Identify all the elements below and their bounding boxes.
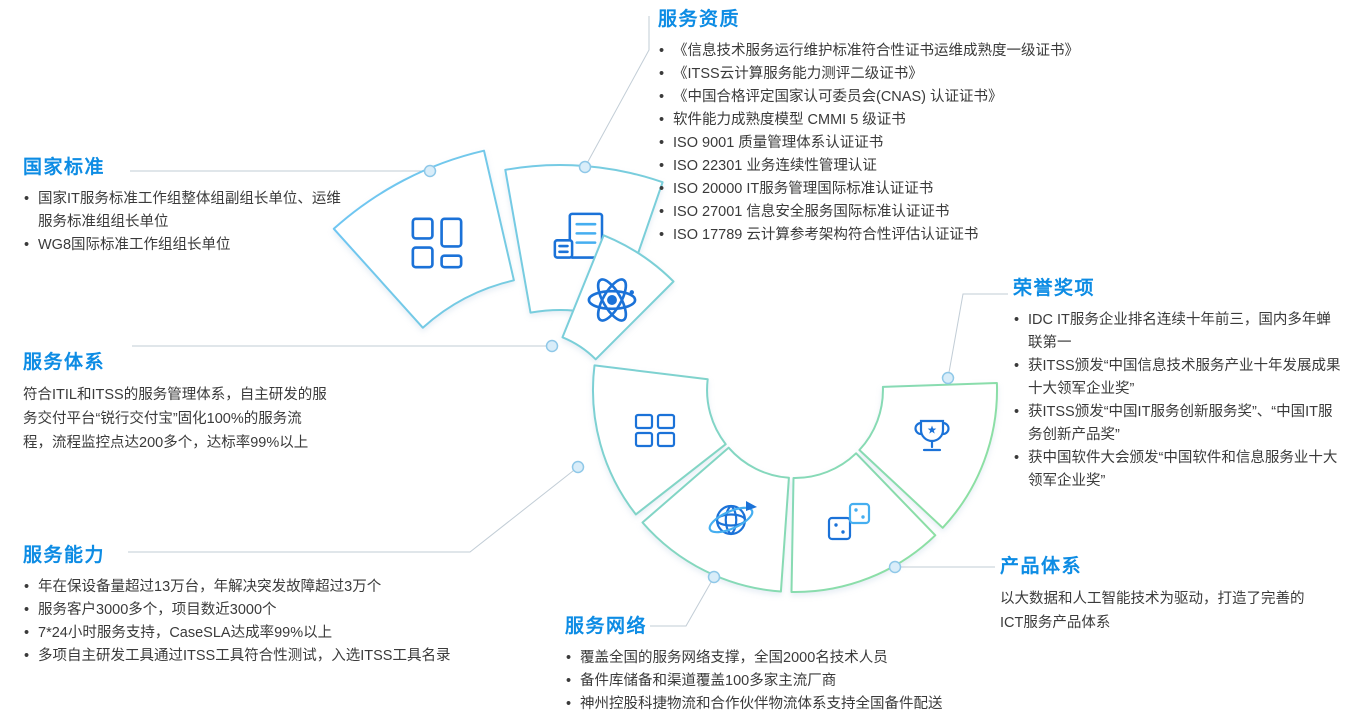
- list-item: 获中国软件大会颁发“中国软件和信息服务业十大领军企业奖”: [1013, 447, 1345, 493]
- list-item: 《信息技术服务运行维护标准符合性证书运维成熟度一级证书》: [658, 40, 1183, 63]
- list-item: 多项自主研发工具通过ITSS工具符合性测试，入选ITSS工具名录: [23, 645, 543, 668]
- globe-orbit-icon: [708, 501, 757, 536]
- connector-dot: [545, 339, 559, 353]
- list-item: 服务客户3000多个，项目数近3000个: [23, 599, 543, 622]
- list-item: ISO 17789 云计算参考架构符合性评估认证证书: [658, 224, 1183, 247]
- connector-dot: [571, 460, 585, 474]
- list-item: 7*24小时服务支持，CaseSLA达成率99%以上: [23, 622, 543, 645]
- section-product-system: 产品体系 以大数据和人工智能技术为驱动，打造了完善的ICT服务产品体系: [1000, 551, 1312, 635]
- list-item: WG8国际标准工作组组长单位: [23, 234, 355, 257]
- list-item: 覆盖全国的服务网络支撑，全国2000名技术人员: [565, 647, 1085, 670]
- section-national-standards: 国家标准 国家IT服务标准工作组整体组副组长单位、运维服务标准组组长单位WG8国…: [23, 152, 355, 257]
- section-service-network: 服务网络 覆盖全国的服务网络支撑，全国2000名技术人员备件库储备和渠道覆盖10…: [565, 611, 1085, 716]
- connector-line: [584, 16, 650, 168]
- list-item: 软件能力成熟度模型 CMMI 5 级证书: [658, 109, 1183, 132]
- connector-dot: [888, 560, 902, 574]
- ring-segment: [858, 382, 998, 529]
- service-capability-list: 年在保设备量超过13万台，年解决突发故障超过3万个服务客户3000多个，项目数近…: [23, 576, 543, 668]
- ring-segment: [790, 452, 937, 594]
- ring-segment: [592, 364, 727, 516]
- connector-dot: [707, 570, 721, 584]
- list-item: 《ITSS云计算服务能力测评二级证书》: [658, 63, 1183, 86]
- service-system-title: 服务体系: [23, 352, 106, 373]
- service-network-list: 覆盖全国的服务网络支撑，全国2000名技术人员备件库储备和渠道覆盖100多家主流…: [565, 647, 1085, 716]
- certificate-document-icon: [553, 212, 604, 259]
- list-item: 《中国合格评定国家认可委员会(CNAS) 认证证书》: [658, 86, 1183, 109]
- product-system-title: 产品体系: [1000, 556, 1083, 577]
- section-honors-awards: 荣誉奖项 IDC IT服务企业排名连续十年前三，国内多年蝉联第一获ITSS颁发“…: [1013, 273, 1345, 493]
- list-item: 备件库储备和渠道覆盖100多家主流厂商: [565, 670, 1085, 693]
- service-qualifications-list: 《信息技术服务运行维护标准符合性证书运维成熟度一级证书》《ITSS云计算服务能力…: [658, 40, 1183, 247]
- app-grid-icon: [634, 413, 676, 448]
- section-service-qualifications: 服务资质 《信息技术服务运行维护标准符合性证书运维成熟度一级证书》《ITSS云计…: [658, 4, 1183, 247]
- list-item: ISO 22301 业务连续性管理认证: [658, 155, 1183, 178]
- section-service-system: 服务体系 符合ITIL和ITSS的服务管理体系，自主研发的服务交付平台“锐行交付…: [23, 347, 327, 455]
- list-item: 获ITSS颁发“中国信息技术服务产业十年发展成果十大领军企业奖”: [1013, 355, 1345, 401]
- connector-line: [128, 466, 579, 553]
- connector-dot: [578, 160, 592, 174]
- connector-dot: [941, 371, 955, 385]
- national-standards-list: 国家IT服务标准工作组整体组副组长单位、运维服务标准组组长单位WG8国际标准工作…: [23, 188, 355, 257]
- section-service-capability: 服务能力 年在保设备量超过13万台，年解决突发故障超过3万个服务客户3000多个…: [23, 540, 543, 668]
- service-network-title: 服务网络: [565, 616, 648, 637]
- trophy-icon: [914, 419, 950, 452]
- service-qualifications-title: 服务资质: [658, 9, 741, 30]
- product-system-paragraph: 以大数据和人工智能技术为驱动，打造了完善的ICT服务产品体系: [1000, 591, 1305, 631]
- atom-network-icon: [587, 278, 637, 322]
- honors-awards-list: IDC IT服务企业排名连续十年前三，国内多年蝉联第一获ITSS颁发“中国信息技…: [1013, 309, 1345, 493]
- service-system-paragraph: 符合ITIL和ITSS的服务管理体系，自主研发的服务交付平台“锐行交付宝”固化1…: [23, 387, 327, 451]
- dashboard-grid-icon: [411, 217, 463, 269]
- list-item: 获ITSS颁发“中国IT服务创新服务奖”、“中国IT服务创新产品奖”: [1013, 401, 1345, 447]
- service-capability-title: 服务能力: [23, 545, 106, 566]
- list-item: ISO 9001 质量管理体系认证证书: [658, 132, 1183, 155]
- national-standards-title: 国家标准: [23, 157, 106, 178]
- list-item: IDC IT服务企业排名连续十年前三，国内多年蝉联第一: [1013, 309, 1345, 355]
- list-item: ISO 27001 信息安全服务国际标准认证证书: [658, 201, 1183, 224]
- connector-line: [650, 576, 715, 627]
- list-item: 国家IT服务标准工作组整体组副组长单位、运维服务标准组组长单位: [23, 188, 355, 234]
- list-item: 神州控股科捷物流和合作伙伴物流体系支持全国备件配送: [565, 693, 1085, 716]
- honors-awards-title: 荣誉奖项: [1013, 278, 1096, 299]
- connector-line: [947, 293, 1008, 379]
- boxes-dice-icon: [827, 502, 871, 541]
- list-item: 年在保设备量超过13万台，年解决突发故障超过3万个: [23, 576, 543, 599]
- list-item: ISO 20000 IT服务管理国际标准认证证书: [658, 178, 1183, 201]
- connector-dot: [423, 164, 437, 178]
- ring-segment: [641, 446, 790, 593]
- ring-segment: [561, 234, 675, 361]
- ring-segment: [332, 149, 515, 329]
